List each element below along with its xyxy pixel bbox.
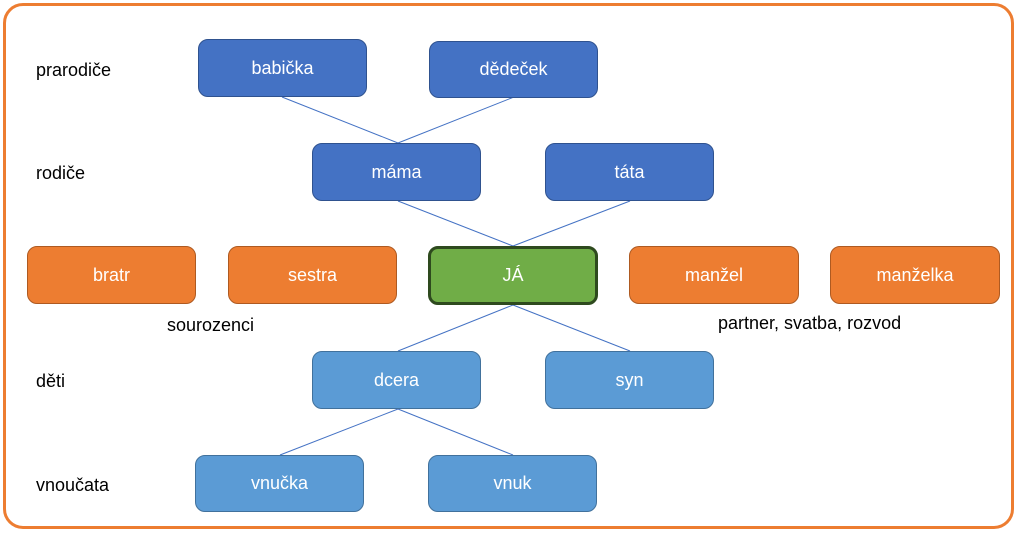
node-husband: manžel xyxy=(629,246,799,304)
node-grandson: vnuk xyxy=(428,455,597,512)
row-label-children: děti xyxy=(36,371,66,391)
node-wife: manželka xyxy=(830,246,1000,304)
node-grandpa: dědeček xyxy=(429,41,598,98)
node-me: JÁ xyxy=(428,246,598,305)
node-sister: sestra xyxy=(228,246,397,304)
node-granddaughter: vnučka xyxy=(195,455,364,512)
row-label-parents: rodiče xyxy=(36,163,86,183)
node-brother: bratr xyxy=(27,246,196,304)
node-grandma: babička xyxy=(198,39,367,97)
node-daughter: dcera xyxy=(312,351,481,409)
caption-partner: partner, svatba, rozvod xyxy=(718,313,902,333)
row-label-grandchildren: vnoučata xyxy=(36,475,110,495)
caption-siblings: sourozenci xyxy=(167,315,255,335)
node-dad: táta xyxy=(545,143,714,201)
node-mom: máma xyxy=(312,143,481,201)
row-label-grandparents: prarodiče xyxy=(36,60,112,80)
node-son: syn xyxy=(545,351,714,409)
